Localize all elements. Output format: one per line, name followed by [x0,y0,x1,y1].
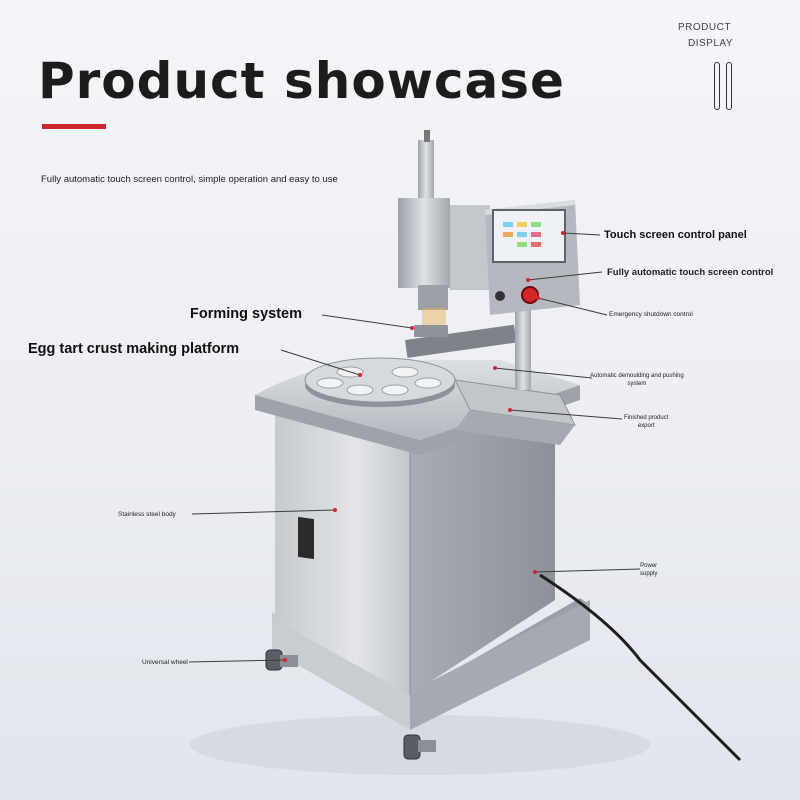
callout-power-line-2: supply [640,571,658,577]
subtitle: Fully automatic touch screen control, si… [41,174,338,185]
callout-finished-line-2: export [637,423,655,429]
callout-power-supply: Power supply [640,562,657,578]
callout-auto-touch: Fully automatic touch screen control [607,267,774,278]
callout-demoulding-line-1: Automatic demoulding and pushing [590,373,684,379]
title-accent-bar [42,124,106,129]
callout-finished-export: Finished product export [624,414,668,430]
callout-forming-system: Forming system [190,306,302,322]
callout-demoulding-line-2: system [627,381,647,387]
callout-demoulding: Automatic demoulding and pushing system [590,372,684,388]
callout-finished-line-1: Finished product [624,415,669,421]
callout-platform: Egg tart crust making platform [28,341,240,357]
callout-universal-wheel: Universal wheel [142,659,188,666]
page-title: Product showcase [38,52,565,110]
display-line-2: DISPLAY [688,38,733,49]
product-display-label: PRODUCT DISPLAY [678,20,748,52]
callout-emergency: Emergency shutdown control [609,311,693,318]
callout-power-line-1: Power [640,563,658,569]
display-line-1: PRODUCT [678,22,731,33]
callout-touch-panel: Touch screen control panel [604,229,747,241]
callout-stainless-body: Stainless steel body [118,511,176,518]
